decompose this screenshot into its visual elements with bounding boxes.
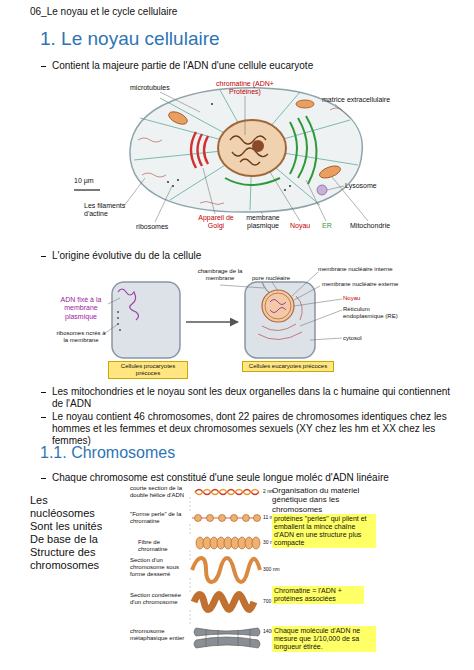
bullet-dash bbox=[41, 478, 46, 479]
figure-label: ribosomes ncrés à la membrane bbox=[56, 330, 106, 344]
figure-label: Fibre de chromatine bbox=[138, 539, 190, 553]
bullet-text: Les mitochondries et le noyau sont les d… bbox=[52, 386, 452, 410]
bullet-text: Chaque chromosome est constitué d'une se… bbox=[52, 472, 452, 484]
figure-label: membrane plasmique bbox=[242, 214, 284, 231]
figure-label: Appareil de Golgi bbox=[198, 214, 234, 231]
figure-label: chromatine (ADN+ Protéines) bbox=[215, 80, 275, 97]
figure-label: Lysosome bbox=[345, 182, 395, 190]
bullet-dash bbox=[41, 417, 46, 418]
figure-label: "Forme perle" de la chromatine bbox=[130, 511, 190, 525]
box-text: Cellules eucaryotes précoces bbox=[245, 363, 331, 370]
figure-label: pore nucléaire bbox=[252, 275, 302, 282]
callout-box: Chromatine = l'ADN + protéines associées bbox=[272, 586, 364, 604]
bullet-dash bbox=[41, 256, 46, 257]
callout-box: protéines "perles" qui plient et emballe… bbox=[272, 514, 376, 548]
figure-label: ER bbox=[322, 222, 342, 230]
figure-label: cytosol bbox=[343, 335, 383, 342]
figure-label: microtubules bbox=[130, 84, 190, 92]
bullet-text: Le noyau contient 46 chromosomes, dont 2… bbox=[52, 411, 452, 446]
callout-box: Chaque molécule d'ADN ne mesure que 1/10… bbox=[272, 626, 376, 652]
figure-label: membrane nucléaire interne bbox=[318, 266, 428, 273]
figure-label: membrane nucléaire externe bbox=[322, 281, 432, 288]
figure-label: 300 nm bbox=[263, 567, 287, 573]
figure-label: courte section de la double hélice d'ADN bbox=[130, 485, 188, 499]
eukaryotic-cell-figure bbox=[74, 88, 368, 222]
box-text: Chromatine = l'ADN + protéines associées bbox=[274, 587, 362, 603]
section-heading: 1.1. Chromosomes bbox=[40, 444, 360, 463]
figure-label: matrice extracellulaire bbox=[322, 96, 422, 104]
section-heading: 1. Le noyau cellulaire bbox=[40, 28, 360, 50]
figure-label: Les nucléosomes Sont les unités De base … bbox=[30, 494, 114, 572]
box-text: protéines "perles" qui plient et emballe… bbox=[274, 515, 374, 547]
bullet-dash bbox=[41, 66, 46, 67]
box-text: Chaque molécule d'ADN ne mesure que 1/10… bbox=[274, 627, 374, 651]
figure-label: Noyau bbox=[290, 222, 320, 230]
evolution-figure bbox=[104, 272, 342, 358]
figure-label: ADN fixé à la membrane plasmique bbox=[52, 296, 110, 321]
caption-box: Cellules procaryotes précoces bbox=[108, 361, 188, 379]
figure-label: Noyau bbox=[343, 295, 383, 302]
figure-label: Les filaments d'actine bbox=[84, 202, 128, 219]
figure-label: ribosomes bbox=[136, 223, 180, 231]
figure-label: Mitochondrie bbox=[350, 222, 410, 230]
bullet-text: L'origine évolutive du de la cellule bbox=[52, 250, 452, 262]
figure-label: Section d'un chromosome sous forme desse… bbox=[130, 557, 188, 578]
figure-label: chambrage de la membrane bbox=[196, 268, 244, 282]
figure-label: chromosome métaphasique entier bbox=[130, 628, 188, 642]
figure-label: 10 µm bbox=[74, 177, 114, 185]
bullet-text: Contient la majeure partie de l'ADN d'un… bbox=[52, 60, 452, 72]
figure-label: Organisation du matériel génétique dans … bbox=[272, 486, 382, 514]
figure-label: Section condensée d'un chromosome bbox=[130, 592, 188, 606]
bullet-dash bbox=[41, 392, 46, 393]
box-text: Cellules procaryotes précoces bbox=[111, 363, 185, 377]
chromosome-figure bbox=[190, 490, 261, 649]
page-header: 06_Le noyau et le cycle cellulaire bbox=[30, 6, 330, 18]
figure-label: Réticulum endoplasmique (RE) bbox=[343, 306, 405, 320]
caption-box: Cellules eucaryotes précoces bbox=[242, 361, 334, 372]
